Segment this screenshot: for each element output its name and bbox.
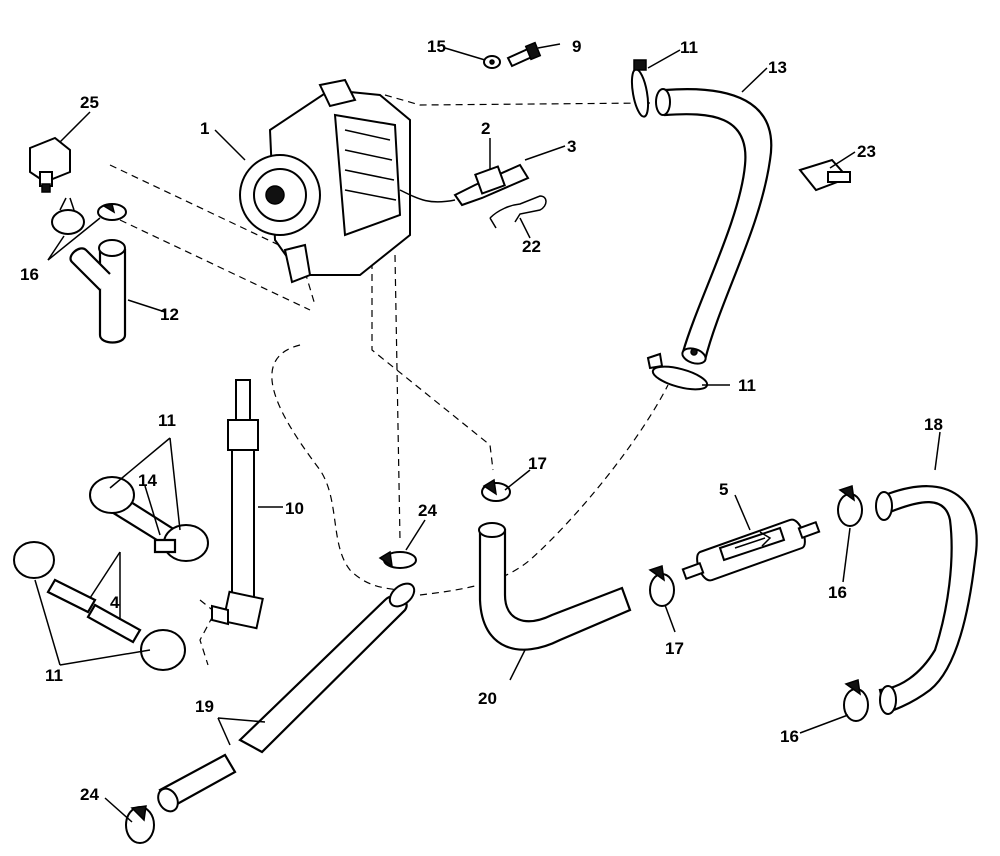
callout-10: 10 bbox=[285, 499, 304, 518]
clamp-part-11-top bbox=[630, 59, 650, 118]
callout-4: 4 bbox=[110, 593, 120, 612]
hose-part-12 bbox=[69, 239, 127, 344]
washer-part-15 bbox=[483, 55, 501, 69]
clamp-part-17-top bbox=[481, 478, 511, 502]
callout-labels: 1 2 3 4 5 9 10 11 11 11 11 12 13 14 15 1… bbox=[20, 37, 943, 804]
callout-11-left: 11 bbox=[158, 411, 176, 430]
callout-23: 23 bbox=[857, 142, 876, 161]
callout-15: 15 bbox=[427, 37, 446, 56]
callout-25: 25 bbox=[80, 93, 99, 112]
callout-17-top: 17 bbox=[528, 454, 547, 473]
bolt-part-9 bbox=[506, 41, 542, 68]
callout-3: 3 bbox=[567, 137, 576, 156]
hose-part-13 bbox=[655, 88, 773, 365]
connector-part-14 bbox=[89, 476, 209, 562]
clamp-part-17-right bbox=[648, 565, 675, 607]
filter-part-5 bbox=[681, 518, 821, 582]
callout-24-bottom: 24 bbox=[80, 785, 99, 804]
callout-11-top: 11 bbox=[680, 38, 698, 57]
callout-19: 19 bbox=[195, 697, 214, 716]
callout-1: 1 bbox=[200, 119, 209, 138]
callout-20: 20 bbox=[478, 689, 497, 708]
assembly-part-10 bbox=[211, 379, 264, 630]
callout-17-right: 17 bbox=[665, 639, 684, 658]
fitting-part-2 bbox=[453, 163, 530, 207]
callout-5: 5 bbox=[719, 480, 728, 499]
callout-16-left: 16 bbox=[20, 265, 39, 284]
leader-lines bbox=[34, 43, 941, 823]
hose-part-20 bbox=[478, 522, 632, 651]
callout-24-mid: 24 bbox=[418, 501, 437, 520]
callout-13: 13 bbox=[768, 58, 787, 77]
fitting-part-23 bbox=[798, 158, 851, 192]
callout-9: 9 bbox=[572, 37, 581, 56]
clip-part-22 bbox=[489, 195, 547, 229]
callout-11-mid: 11 bbox=[738, 376, 756, 395]
clamp-part-16-right-bottom bbox=[843, 679, 869, 722]
callout-12: 12 bbox=[160, 305, 179, 324]
sensor-part-25 bbox=[29, 136, 71, 193]
clamp-part-24-bottom bbox=[125, 805, 155, 844]
clamps-part-16-top bbox=[51, 197, 127, 235]
callout-2: 2 bbox=[481, 119, 490, 138]
callout-22: 22 bbox=[522, 237, 541, 256]
callout-11-bottom: 11 bbox=[45, 666, 63, 685]
callout-16-right-top: 16 bbox=[828, 583, 847, 602]
clamp-part-16-right-top bbox=[837, 485, 863, 527]
clamp-part-24-mid bbox=[378, 550, 417, 569]
callout-14: 14 bbox=[138, 471, 157, 490]
callout-16-right-bottom: 16 bbox=[780, 727, 799, 746]
fuel-pump bbox=[239, 78, 456, 284]
callout-18: 18 bbox=[924, 415, 943, 434]
connector-part-4 bbox=[13, 541, 186, 671]
hose-part-19 bbox=[157, 582, 416, 813]
hose-part-18 bbox=[875, 485, 978, 715]
